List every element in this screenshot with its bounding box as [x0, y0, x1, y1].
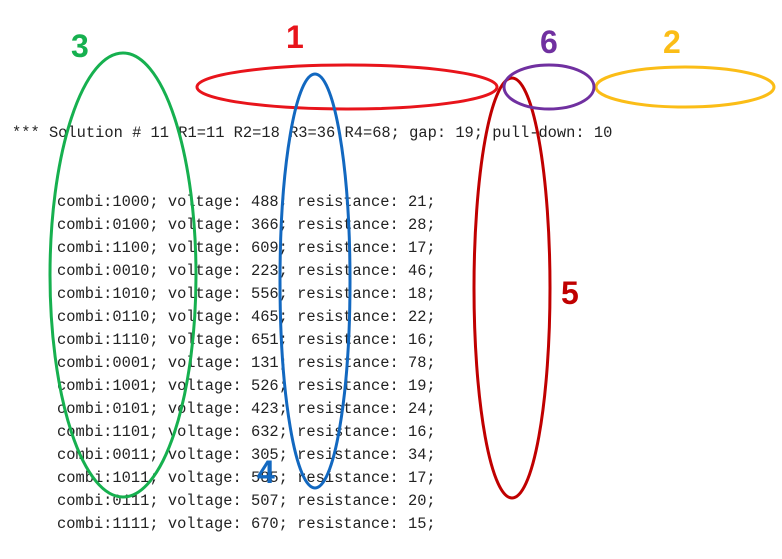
annotation-ellipse-2 — [594, 65, 776, 109]
annotation-overlay: 1 2 3 4 5 6 — [48, 19, 776, 500]
console-output: *** Solution # 11 R1=11 R2=18 R3=36 R4=6… — [12, 76, 612, 559]
combination-rows: combi:1000; voltage: 488; resistance: 21… — [12, 191, 612, 536]
combination-row: combi:0101; voltage: 423; resistance: 24… — [57, 400, 436, 418]
annotation-label-5: 5 — [561, 275, 579, 311]
combination-row: combi:0110; voltage: 465; resistance: 22… — [57, 308, 436, 326]
combination-row: combi:0011; voltage: 305; resistance: 34… — [57, 446, 436, 464]
annotation-label-3: 3 — [71, 28, 89, 64]
combination-row: combi:1101; voltage: 632; resistance: 16… — [57, 423, 436, 441]
combination-row: combi:1100; voltage: 609; resistance: 17… — [57, 239, 436, 257]
combination-row: combi:1000; voltage: 488; resistance: 21… — [57, 193, 436, 211]
annotation-label-4: 4 — [257, 454, 275, 490]
combination-row: combi:0010; voltage: 223; resistance: 46… — [57, 262, 436, 280]
annotation-ellipse-6 — [502, 63, 596, 111]
annotation-ellipse-3 — [48, 51, 198, 499]
solution-header-line: *** Solution # 11 R1=11 R2=18 R3=36 R4=6… — [12, 124, 613, 142]
annotation-label-1: 1 — [286, 19, 304, 55]
annotation-ellipse-5 — [472, 76, 552, 500]
annotation-label-2: 2 — [663, 24, 681, 60]
combination-row: combi:1011; voltage: 585; resistance: 17… — [57, 469, 436, 487]
combination-row: combi:0111; voltage: 507; resistance: 20… — [57, 492, 436, 510]
annotation-ellipse-1 — [195, 63, 499, 111]
annotation-ellipse-4 — [278, 72, 352, 490]
annotation-label-6: 6 — [540, 24, 558, 60]
